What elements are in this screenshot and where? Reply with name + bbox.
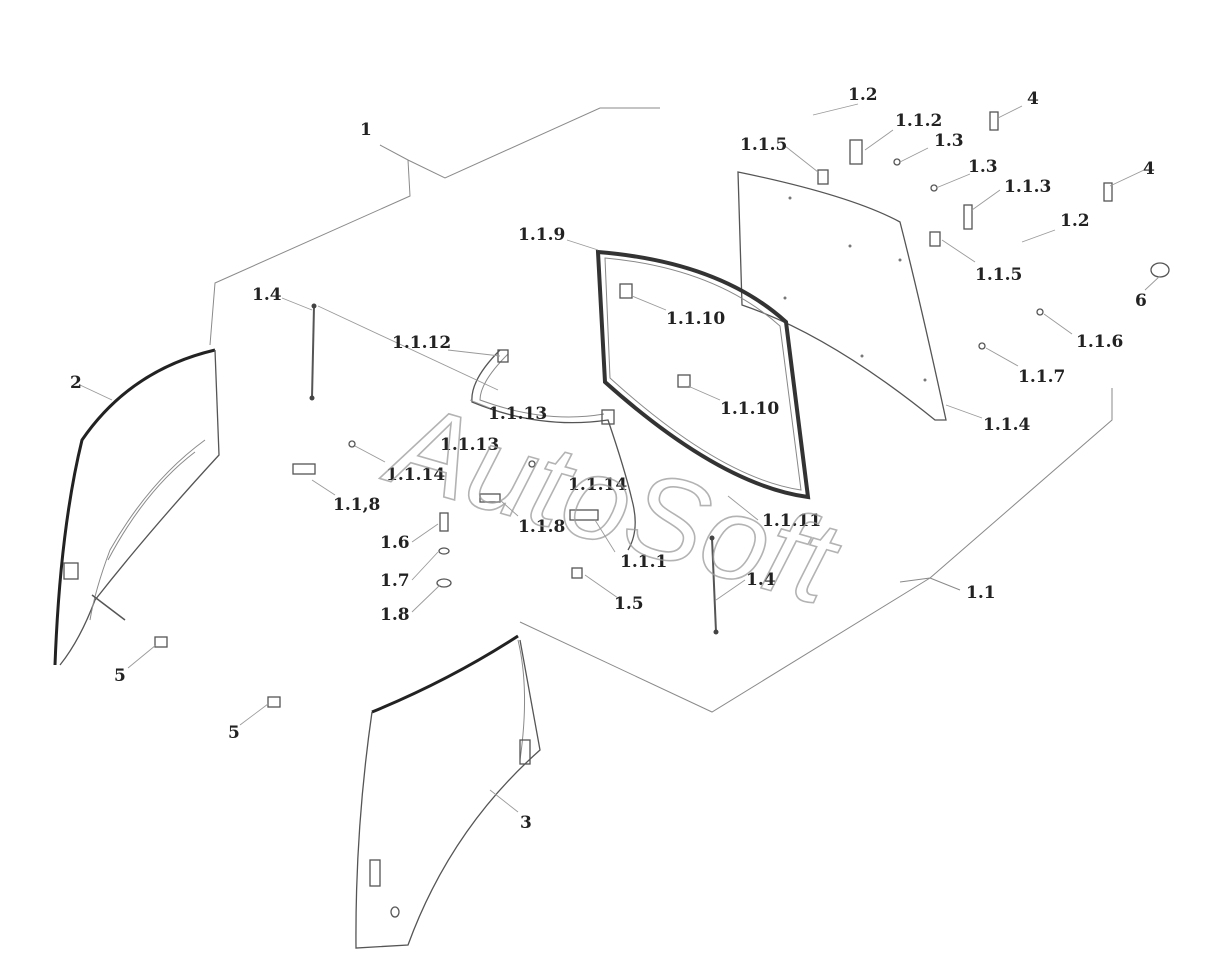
callout-1-1-12: 1.1.12	[392, 333, 451, 353]
callout-1-1-10-top: 1.1.10	[666, 309, 725, 329]
callout-5-bottom: 5	[228, 723, 240, 743]
callout-3: 3	[520, 813, 532, 833]
window-frame	[471, 349, 636, 551]
leader-lines	[79, 103, 1161, 813]
callout-1-1-2: 1.1.2	[895, 111, 942, 131]
callout-1-1-5-bottom: 1.1.5	[975, 265, 1022, 285]
callout-1-5: 1.5	[614, 594, 644, 614]
callout-1-3-top: 1.3	[934, 131, 964, 151]
callout-6: 6	[1135, 291, 1147, 311]
callout-1-6: 1.6	[380, 533, 410, 553]
rear-glass-panel	[737, 171, 947, 421]
callout-4-bottom: 4	[1143, 159, 1155, 179]
callout-1-1-5-top: 1.1.5	[740, 135, 787, 155]
callout-1-1: 1.1	[966, 583, 996, 603]
callout-2: 2	[70, 373, 82, 393]
gas-strut-left	[309, 303, 317, 401]
callout-1-8: 1.8	[380, 605, 410, 625]
callout-1-1-6: 1.1.6	[1076, 332, 1123, 352]
callout-1-1-3: 1.1.3	[1004, 177, 1051, 197]
callout-labels: 1 1.1 1.1.1 1.1.2 1.1.3 1.1.4 1.1.5 1.1.…	[70, 85, 1155, 833]
hardware-parts	[154, 111, 1170, 708]
window-seal	[595, 249, 811, 500]
callout-1-2-top: 1.2	[848, 85, 878, 105]
left-door-panel	[53, 348, 220, 666]
callout-1-4-left: 1.4	[252, 285, 282, 305]
callout-1-3-bottom: 1.3	[968, 157, 998, 177]
callout-1-1-14-left: 1.1.14	[386, 465, 445, 485]
callout-4-top: 4	[1027, 89, 1039, 109]
right-door-panel	[355, 634, 541, 949]
callout-1-1-8-right: 1.1.8	[518, 517, 565, 537]
callout-1-1-8-left: 1.1,8	[333, 495, 380, 515]
callout-1-1-13-upper: 1.1.13	[488, 404, 547, 424]
callout-1-1-11: 1.1.11	[762, 511, 821, 531]
callout-1-1-4: 1.1.4	[983, 415, 1030, 435]
assembly-boundary-1-1	[519, 388, 1113, 713]
callout-1-1-9: 1.1.9	[518, 225, 565, 245]
callout-1: 1	[360, 120, 372, 140]
watermark-text: AutoSoft	[372, 376, 853, 630]
callout-1-1-7: 1.1.7	[1018, 367, 1065, 387]
assembly-boundary-1	[209, 107, 660, 346]
callout-1-2-bottom: 1.2	[1060, 211, 1090, 231]
callout-1-4-right: 1.4	[746, 570, 776, 590]
callout-5-left: 5	[114, 666, 126, 686]
gas-strut-right	[709, 535, 719, 635]
callout-1-1-10-bottom: 1.1.10	[720, 399, 779, 419]
callout-1-7: 1.7	[380, 571, 410, 591]
callout-1-1-13-lower: 1.1.13	[440, 435, 499, 455]
callout-1-1-14-right: 1.1.14	[568, 475, 627, 495]
callout-1-1-1: 1.1.1	[620, 552, 667, 572]
